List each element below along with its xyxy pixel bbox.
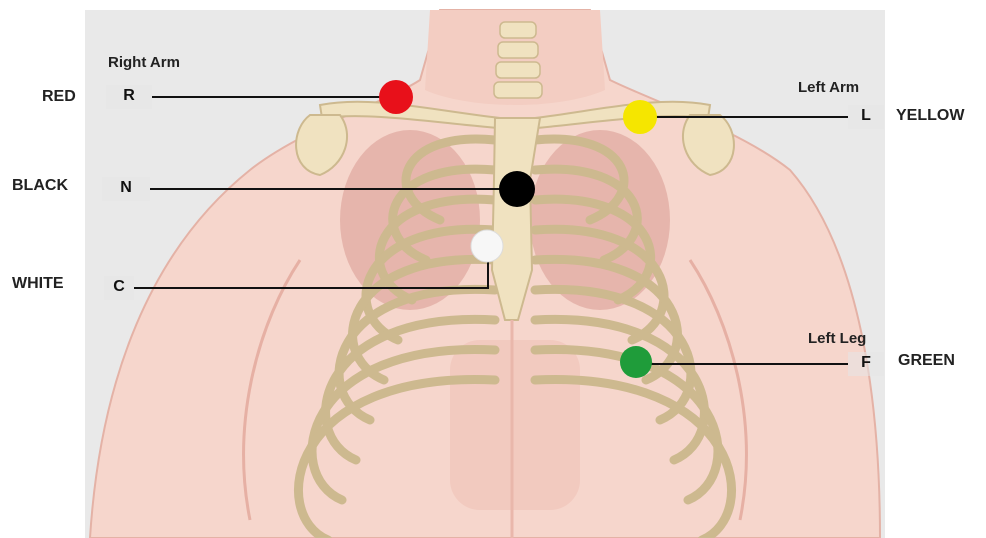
electrode-LA (623, 100, 657, 134)
electrode-RA (379, 80, 413, 114)
abdomen (450, 340, 580, 510)
limb-label-RA: Right Arm (108, 54, 180, 71)
letter-chip-LL: F (848, 352, 884, 376)
electrode-N (499, 171, 535, 207)
color-label-C: WHITE (12, 275, 64, 293)
limb-label-LA: Left Arm (798, 79, 859, 96)
letter-chip-C: C (104, 276, 134, 300)
muscle-left (340, 130, 480, 310)
electrode-C (471, 230, 503, 262)
color-label-LL: GREEN (898, 352, 955, 370)
color-label-N: BLACK (12, 177, 68, 195)
color-label-RA: RED (42, 88, 76, 106)
letter-chip-N: N (102, 177, 150, 201)
letter-chip-LA: L (848, 105, 884, 129)
electrode-LL (620, 346, 652, 378)
letter-chip-RA: R (106, 85, 152, 109)
color-label-LA: YELLOW (896, 107, 964, 125)
limb-label-LL: Left Leg (808, 330, 866, 347)
